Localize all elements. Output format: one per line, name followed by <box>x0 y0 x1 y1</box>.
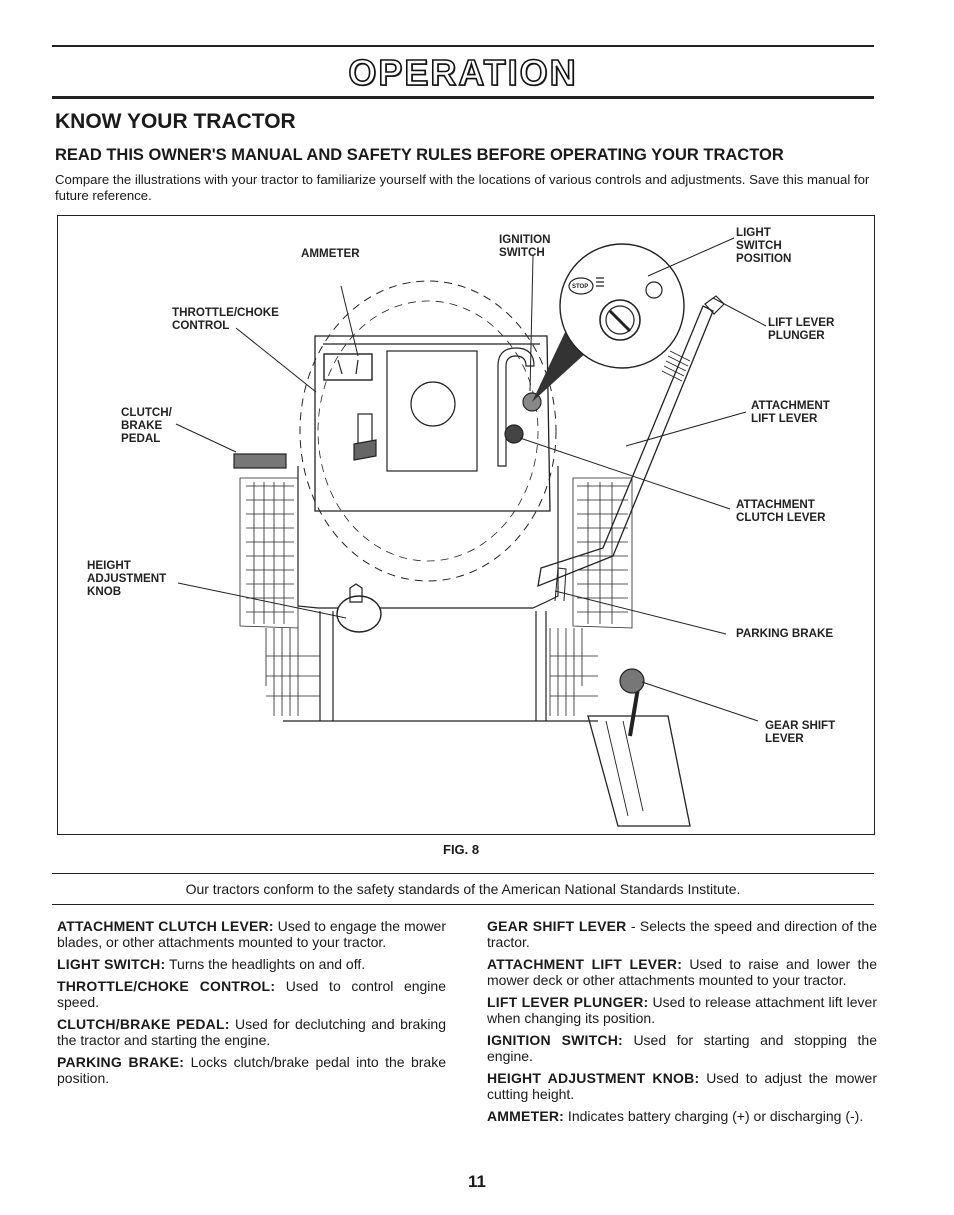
description-item: PARKING BRAKE: Locks clutch/brake pedal … <box>57 1054 446 1086</box>
label-ignition-switch: IGNITION SWITCH <box>499 233 551 259</box>
tractor-dash-illustration <box>175 237 767 827</box>
description-text: Used for declutching and braking the tra… <box>57 1016 447 1048</box>
note-rule-bottom <box>52 904 874 905</box>
description-item: ATTACHMENT LIFT LEVER: Used to raise and… <box>487 956 877 988</box>
label-ammeter: AMMETER <box>301 247 360 260</box>
description-text: Indicates battery charging (+) or discha… <box>564 1108 864 1124</box>
label-attachment-clutch-lever: ATTACHMENT CLUTCH LEVER <box>736 498 826 524</box>
description-term: ATTACHMENT CLUTCH LEVER: <box>57 918 274 934</box>
description-item: THROTTLE/CHOKE CONTROL: Used to control … <box>57 978 446 1010</box>
descriptions-left-column: ATTACHMENT CLUTCH LEVER: Used to engage … <box>57 918 446 1092</box>
description-item: HEIGHT ADJUSTMENT KNOB: Used to adjust t… <box>487 1070 877 1102</box>
page-title: OPERATION <box>348 51 578 94</box>
page-number: 11 <box>468 1172 486 1191</box>
figure-caption: FIG. 8 <box>443 842 480 857</box>
standards-note: Our tractors conform to the safety stand… <box>185 881 741 897</box>
label-parking-brake: PARKING BRAKE <box>736 627 834 640</box>
description-term: HEIGHT ADJUSTMENT KNOB: <box>487 1070 700 1086</box>
description-text: Used to engage the mower blades, or othe… <box>57 918 447 950</box>
description-item: IGNITION SWITCH: Used for starting and s… <box>487 1032 877 1064</box>
description-text: Used to release attachment lift lever wh… <box>487 994 877 1026</box>
section-heading: KNOW YOUR TRACTOR <box>55 110 296 133</box>
label-lift-lever-plunger: LIFT LEVER PLUNGER <box>768 316 835 342</box>
description-text: Used to raise and lower the mower deck o… <box>487 956 877 988</box>
top-rule-2 <box>52 96 874 99</box>
figure-tractor-controls: AMMETER IGNITION SWITCH LIGHT SWITCH POS… <box>57 215 875 835</box>
label-light-switch-position: LIGHT SWITCH POSITION <box>736 226 792 265</box>
description-item: GEAR SHIFT LEVER - Selects the speed and… <box>487 918 877 950</box>
description-text: Used to adjust the mower cutting height. <box>487 1070 877 1102</box>
description-term: AMMETER: <box>487 1108 565 1124</box>
label-height-adjustment-knob: HEIGHT ADJUSTMENT KNOB <box>87 559 167 598</box>
label-clutch-brake-pedal: CLUTCH/ BRAKE PEDAL <box>121 406 172 445</box>
description-item: AMMETER: Indicates battery charging (+) … <box>487 1108 877 1124</box>
description-term: GEAR SHIFT LEVER <box>487 918 627 934</box>
label-gear-shift-lever: GEAR SHIFT LEVER <box>765 719 836 745</box>
description-term: LIGHT SWITCH: <box>57 956 166 972</box>
subheading: READ THIS OWNER'S MANUAL AND SAFETY RULE… <box>55 146 784 164</box>
description-term: IGNITION SWITCH: <box>487 1032 623 1048</box>
note-rule-top <box>52 873 874 874</box>
label-attachment-lift-lever: ATTACHMENT LIFT LEVER <box>751 399 830 425</box>
descriptions-right-column: GEAR SHIFT LEVER - Selects the speed and… <box>487 918 877 1130</box>
description-text: Used to control engine speed. <box>57 978 446 1010</box>
description-item: ATTACHMENT CLUTCH LEVER: Used to engage … <box>57 918 446 950</box>
description-term: THROTTLE/CHOKE CONTROL: <box>57 978 276 994</box>
description-text: - Selects the speed and direction of the… <box>487 918 877 950</box>
left-fender <box>239 477 299 629</box>
intro-paragraph: Compare the illustrations with your trac… <box>55 172 870 203</box>
description-item: LIFT LEVER PLUNGER: Used to release atta… <box>487 994 877 1026</box>
description-item: LIGHT SWITCH: Turns the headlights on an… <box>57 956 446 972</box>
label-stop-marking: STOP <box>572 284 589 290</box>
description-text: Turns the headlights on and off. <box>165 956 366 972</box>
description-term: CLUTCH/BRAKE PEDAL: <box>57 1016 230 1032</box>
description-term: LIFT LEVER PLUNGER: <box>487 994 649 1010</box>
top-rule-1 <box>52 45 874 47</box>
description-text: Locks clutch/brake pedal into the brake … <box>57 1054 446 1086</box>
description-text: Used for starting and stopping the engin… <box>487 1032 877 1064</box>
description-item: CLUTCH/BRAKE PEDAL: Used for declutching… <box>57 1016 446 1048</box>
description-term: ATTACHMENT LIFT LEVER: <box>487 956 683 972</box>
label-throttle-choke: THROTTLE/CHOKE CONTROL <box>172 306 279 332</box>
description-term: PARKING BRAKE: <box>57 1054 185 1070</box>
